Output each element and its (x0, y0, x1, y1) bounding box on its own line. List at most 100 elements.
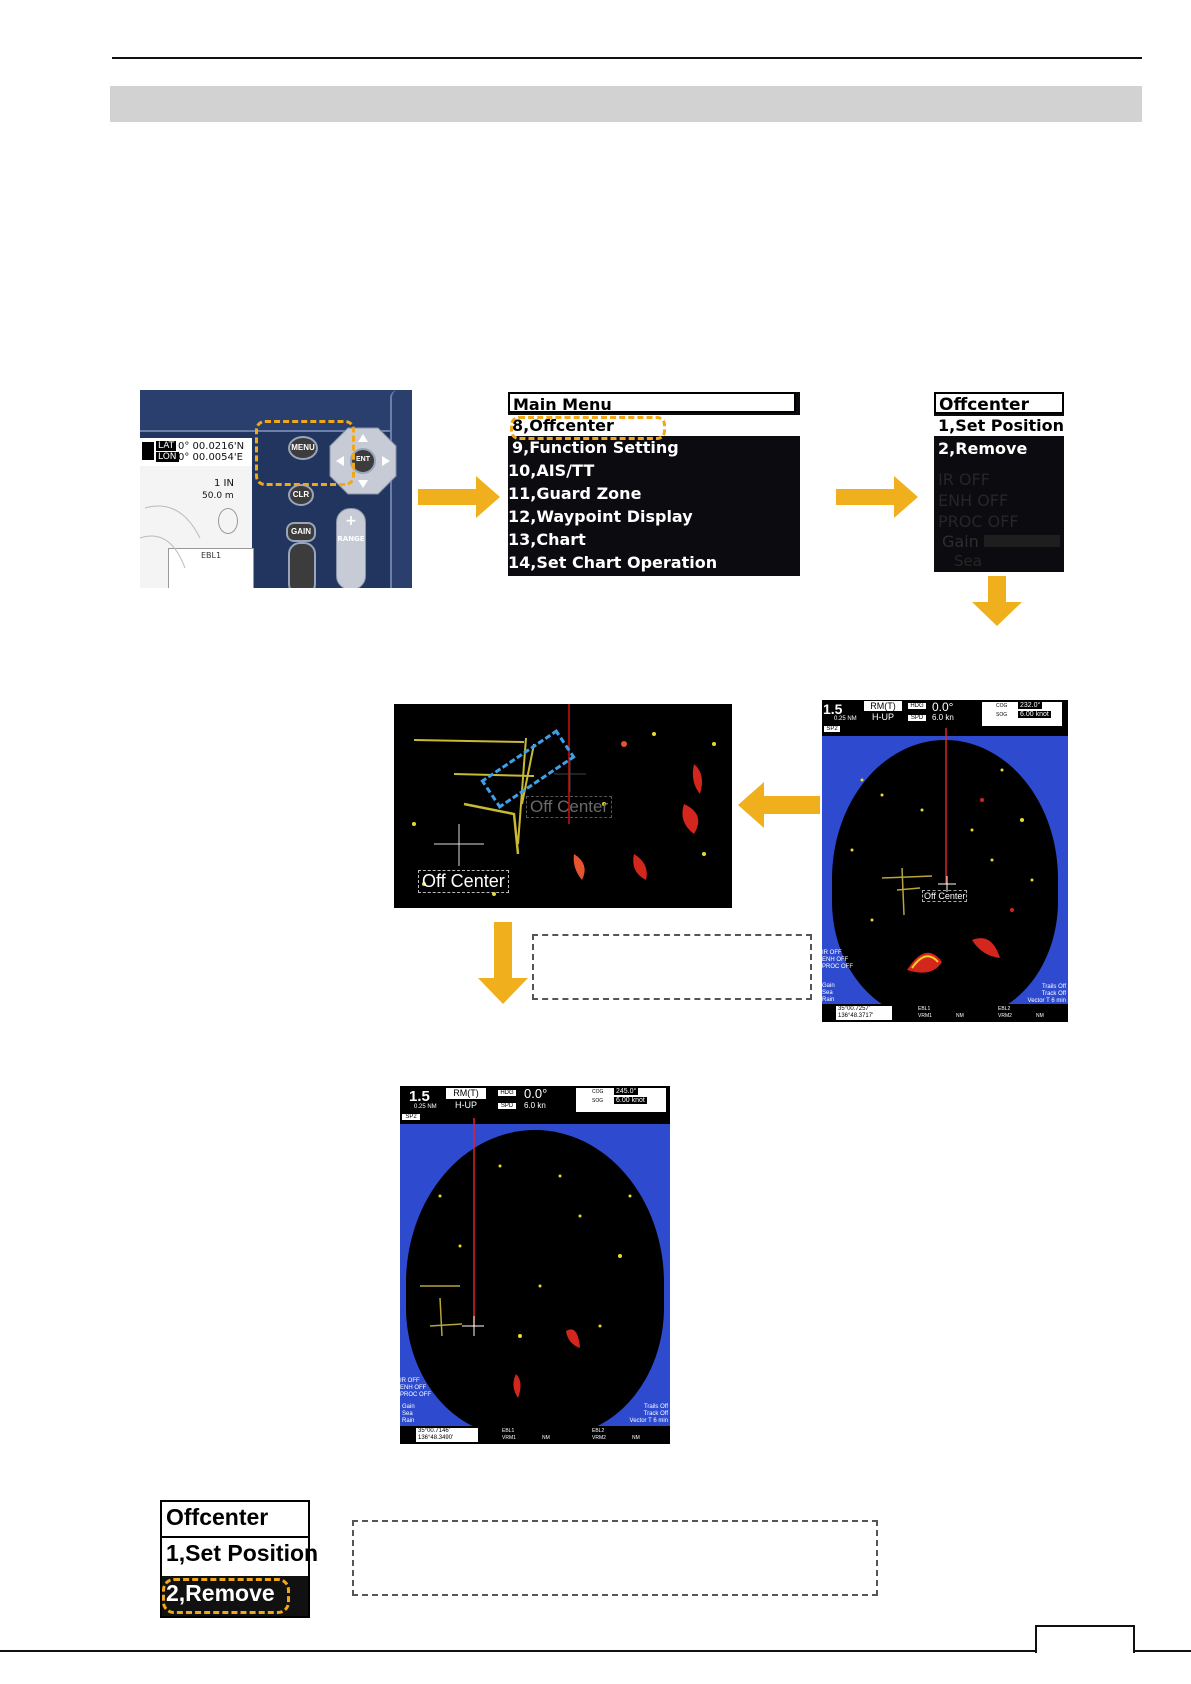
radar2-gain-labels: Gain Sea Rain (402, 1404, 415, 1424)
menu-item-set-position[interactable]: 1,Set Position (934, 416, 1064, 436)
arrow-right-1 (418, 476, 500, 518)
menu-item-set-chart-operation[interactable]: 14,Set Chart Operation (508, 553, 718, 572)
radar1-trails-block: Trails Off Track Off Vector T 6 min (1027, 984, 1066, 1004)
clr-button[interactable]: CLR (288, 484, 314, 506)
remove-item-highlight (162, 1578, 290, 1614)
radar2-ebl2: EBL2 (592, 1428, 605, 1434)
radar2-echoes (420, 1118, 632, 1398)
radar2-nm2: NM (632, 1435, 640, 1441)
arrow-down-1 (972, 576, 1022, 626)
radar1-sog-label: SOG (996, 712, 1008, 718)
radar2-spd-value: 6.0 kn (524, 1101, 546, 1110)
lon-label: LON (156, 452, 179, 462)
radar1-sog-value: 6.00 knot (1018, 711, 1051, 718)
page-number-tab (1035, 1625, 1135, 1653)
ebl-box: EBL1 (168, 548, 254, 588)
note-box-1 (532, 934, 812, 1000)
radar2-status: IR OFF ENH OFF PROC OFF (400, 1378, 431, 1398)
menu-button-highlight (255, 420, 355, 486)
radar1-disk (832, 740, 1058, 1018)
note-box-2 (352, 1520, 878, 1596)
lon-value: 0° 00.0054'E (178, 452, 243, 463)
menu-item-chart[interactable]: 13,Chart (508, 530, 586, 549)
ship-icon (142, 442, 154, 460)
radar1-ebl2: EBL2 (998, 1006, 1011, 1012)
radar1-hdg-value: 0.0° (932, 700, 954, 714)
remove-menu-set-position[interactable]: 1,Set Position (166, 1540, 319, 1566)
main-menu: Main Menu 8,Offcenter 9,Function Setting… (508, 392, 800, 576)
radar1-ebl1: EBL1 (918, 1006, 931, 1012)
radar2-position: 35°00.7146' 136°48.3490' (416, 1428, 478, 1442)
arrow-right-2 (836, 476, 918, 518)
radar1-cog-value: 232.0° (1018, 702, 1043, 709)
panel-corner (390, 390, 412, 588)
panel-screen-arcs (140, 505, 201, 569)
panel-top-strip (140, 390, 412, 432)
ghost-sea: Sea (954, 552, 982, 570)
radar2-vrm2: VRM2 (592, 1435, 606, 1441)
radar2-spd-label: SPD (498, 1103, 516, 1109)
radar1-offcenter-label: Off Center (922, 890, 968, 902)
radar1-spd-label: SPD (908, 715, 926, 721)
radar1-nm1: NM (956, 1013, 964, 1019)
offcenter-menu-title: Offcenter (934, 392, 1064, 415)
ghost-proc: PROC OFF (938, 512, 1019, 531)
range-rocker[interactable]: + RANGE (336, 508, 366, 588)
radar2-trails-block: Trails Off Track Off Vector T 6 min (629, 1404, 668, 1424)
menu-item-waypoint-display[interactable]: 12,Waypoint Display (508, 507, 693, 526)
radar2-hdg-label: HDG (498, 1090, 516, 1096)
offcenter-item-highlight (510, 416, 666, 440)
menu-item-function-setting[interactable]: 9,Function Setting (512, 438, 679, 457)
radar2-vrm1: VRM1 (502, 1435, 516, 1441)
ghost-gain: Gain (942, 532, 979, 551)
ghost-enh: ENH OFF (938, 491, 1009, 510)
radar2-mode: RM(T) (446, 1088, 486, 1099)
radar1-mode: RM(T) (864, 701, 902, 711)
radar1-hdg-label: HDG (908, 703, 926, 709)
zoom-echoes (412, 704, 716, 896)
radar1-cog-label: COG (996, 703, 1008, 709)
radar1-range: 1.5 (823, 701, 843, 717)
compass-icon (218, 508, 238, 534)
menu-item-remove[interactable]: 2,Remove (938, 439, 1028, 458)
gain-button[interactable]: GAIN (286, 522, 316, 542)
radar-screen-offcenter: 1.5 0.25 NM RM(T) H-UP HDG 0.0° SPD 6.0 … (822, 700, 1068, 1022)
radar-screen-result: 1.5 0.25 NM RM(T) H-UP HDG 0.0° SPD 6.0 … (400, 1086, 670, 1444)
menu-button[interactable]: MENU (288, 436, 318, 460)
footer-rule (0, 1650, 1191, 1652)
radar1-sp: SP2 (824, 726, 840, 732)
radar1-status: IR OFF ENH OFF PROC OFF (822, 950, 853, 970)
radar-zoom-detail: Off Center Off Center (394, 704, 732, 908)
range-value: 1 IN (214, 478, 234, 489)
arrow-left (738, 782, 820, 828)
radar2-cog-label: COG (592, 1089, 604, 1095)
radar1-range-sub: 0.25 NM (834, 716, 857, 722)
depth-value: 50.0 m (202, 491, 234, 501)
radar1-spd-value: 6.0 kn (932, 713, 954, 722)
radar2-cog-value: 245.0° (614, 1088, 639, 1095)
radar2-sog-value: 6.00 knot (614, 1097, 647, 1104)
radar1-position: 35°00.7257' 136°48.3717' (836, 1006, 892, 1020)
header-rule (112, 57, 1142, 59)
lat-value: 0° 00.0216'N (178, 441, 245, 452)
section-title-bar (110, 86, 1142, 122)
menu-item-offcenter[interactable]: 8,Offcenter (508, 415, 800, 436)
radar2-sp: SP2 (402, 1114, 420, 1120)
radar1-nm2: NM (1036, 1013, 1044, 1019)
main-menu-title: Main Menu (508, 392, 796, 414)
remove-menu-title: Offcenter (166, 1504, 269, 1530)
menu-item-guard-zone[interactable]: 11,Guard Zone (508, 484, 642, 503)
ghost-ir: IR OFF (938, 470, 990, 489)
radar1-gain-labels: Gain Sea Rain (822, 983, 835, 1003)
radar2-range: 1.5 (409, 1088, 430, 1105)
lat-label: LAT (156, 441, 177, 451)
ent-button-label[interactable]: ENT (356, 456, 370, 463)
ghost-gain-bar (984, 535, 1060, 547)
radar2-range-sub: 0.25 NM (414, 1104, 437, 1110)
radar2-disk (406, 1130, 664, 1436)
radar2-nm1: NM (542, 1435, 550, 1441)
radar1-vrm1: VRM1 (918, 1013, 932, 1019)
gain-knob[interactable] (288, 542, 316, 588)
menu-item-ais-tt[interactable]: 10,AIS/TT (508, 461, 595, 480)
remove-menu-remove[interactable]: 2,Remove (166, 1580, 275, 1606)
